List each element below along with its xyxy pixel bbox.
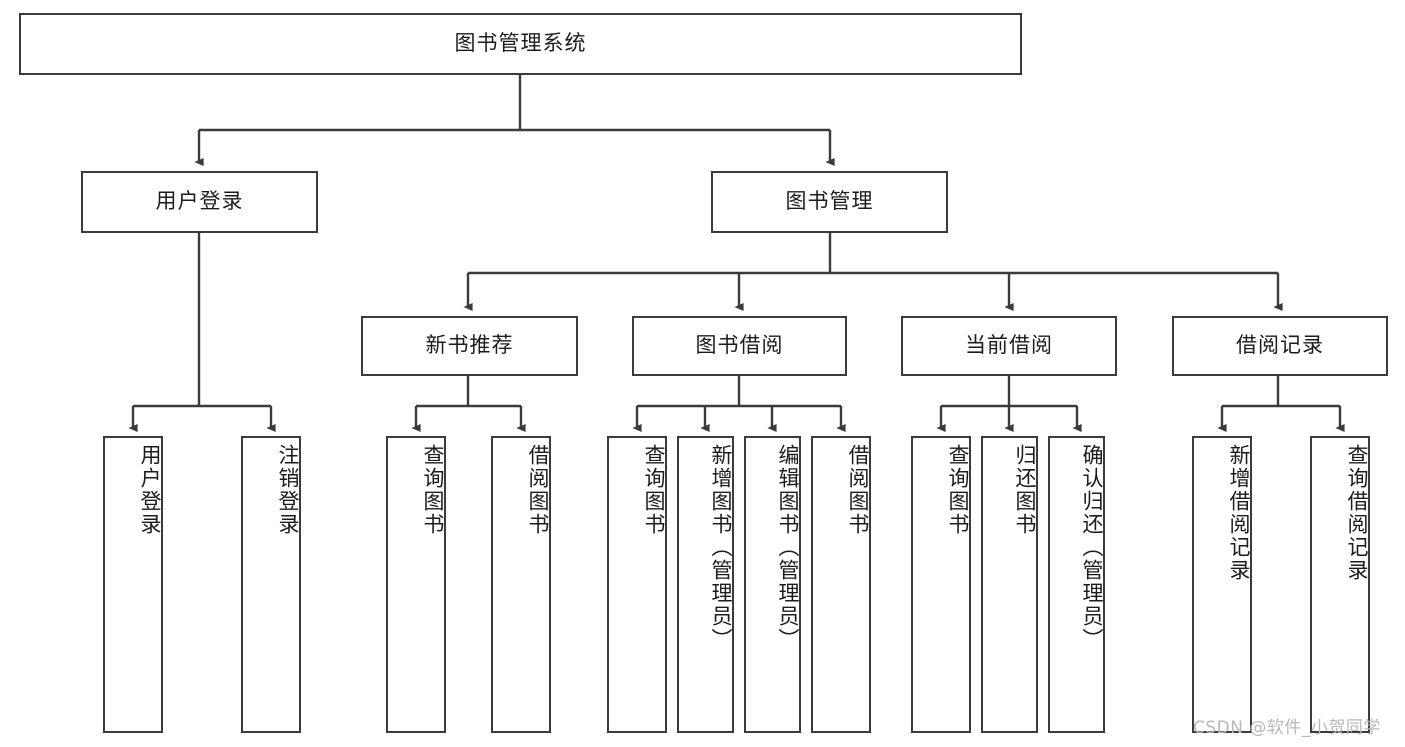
node-leaf-edit-book-admin[interactable]: 编辑图书（管理员） (744, 436, 801, 733)
node-leaf-confirm-return-admin[interactable]: 确认归还（管理员） (1048, 436, 1105, 733)
node-label: 图书借阅 (695, 333, 784, 358)
node-current-borrow[interactable]: 当前借阅 (901, 316, 1117, 376)
node-label: 查询图书 (946, 444, 970, 536)
node-label: 归还图书 (1013, 444, 1037, 536)
edges-root-to-level2 (194, 75, 835, 167)
node-leaf-logout-login[interactable]: 注销登录 (241, 436, 301, 733)
node-leaf-return-book[interactable]: 归还图书 (981, 436, 1038, 733)
node-label: 确认归还（管理员） (1080, 444, 1104, 651)
edges-userlogin-to-leaves (128, 233, 276, 433)
node-label: 查询借阅记录 (1345, 444, 1369, 582)
node-book-management[interactable]: 图书管理 (711, 171, 948, 233)
edges-bookmgmt-to-level3 (463, 233, 1283, 312)
node-leaf-query-book-borrow[interactable]: 查询图书 (607, 436, 667, 733)
node-label: 借阅记录 (1236, 333, 1324, 358)
node-leaf-borrow-book-new[interactable]: 借阅图书 (491, 436, 551, 733)
node-leaf-query-borrow-record[interactable]: 查询借阅记录 (1310, 436, 1370, 733)
node-label: 借阅图书 (846, 444, 870, 536)
node-borrow-record[interactable]: 借阅记录 (1172, 316, 1388, 376)
node-root-book-management-system[interactable]: 图书管理系统 (19, 13, 1022, 75)
node-leaf-add-book-admin[interactable]: 新增图书（管理员） (677, 436, 734, 733)
edges-newbook-to-leaves (411, 376, 526, 433)
node-label: 注销登录 (276, 444, 300, 536)
edges-currentborrow-to-leaves (936, 376, 1082, 433)
node-label: 新增借阅记录 (1227, 444, 1251, 582)
node-label: 查询图书 (421, 444, 445, 536)
node-label: 新书推荐 (425, 333, 514, 358)
node-leaf-borrow-book-borrow[interactable]: 借阅图书 (811, 436, 871, 733)
node-new-book-recommend[interactable]: 新书推荐 (361, 316, 578, 376)
node-leaf-user-login[interactable]: 用户登录 (103, 436, 163, 733)
node-leaf-query-book-current[interactable]: 查询图书 (911, 436, 971, 733)
node-label: 借阅图书 (526, 444, 550, 536)
node-label: 当前借阅 (965, 333, 1053, 358)
node-leaf-query-book-new[interactable]: 查询图书 (386, 436, 446, 733)
node-label: 图书管理 (785, 189, 874, 214)
node-label: 新增图书（管理员） (709, 444, 733, 651)
node-label: 查询图书 (642, 444, 666, 536)
node-label: 编辑图书（管理员） (776, 444, 800, 651)
node-label: 用户登录 (155, 189, 244, 214)
node-user-login[interactable]: 用户登录 (81, 171, 318, 233)
edges-bookborrow-to-leaves (632, 376, 846, 433)
node-book-borrow[interactable]: 图书借阅 (632, 316, 847, 376)
node-label: 用户登录 (138, 444, 162, 536)
edges-borrowrecord-to-leaves (1217, 376, 1345, 433)
node-label: 图书管理系统 (454, 31, 587, 56)
node-leaf-add-borrow-record[interactable]: 新增借阅记录 (1192, 436, 1252, 733)
